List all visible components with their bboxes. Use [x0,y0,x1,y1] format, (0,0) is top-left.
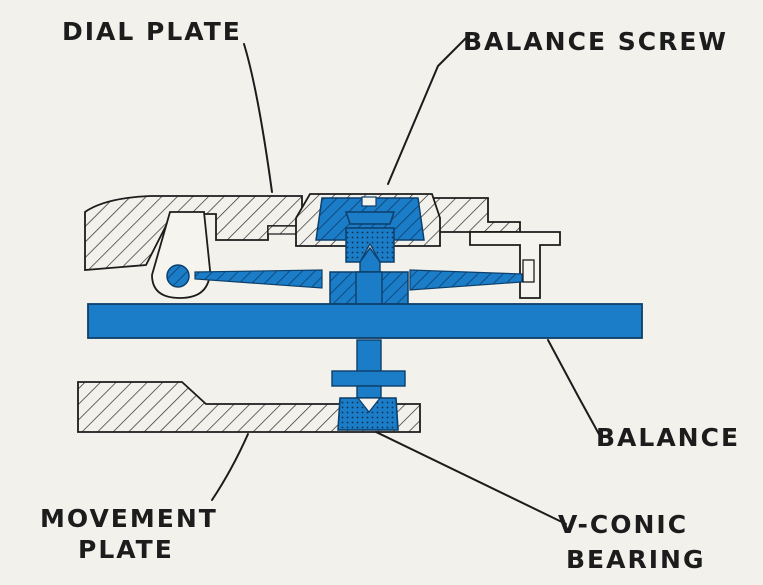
v-conic-bearing [337,397,399,431]
right-bracket [469,231,561,299]
label-movement-plate-line1: MOVEMENT [40,504,218,533]
leader-dial-plate [243,43,273,193]
balance-wheel [87,303,643,339]
leader-lines [211,35,601,525]
label-dial-plate: DIAL PLATE [62,17,242,46]
leader-movement-plate [211,433,249,501]
label-v-conic-line2: BEARING [566,545,706,574]
label-movement-plate-line2: PLATE [78,535,174,564]
leader-v-conic-bearing [375,431,567,525]
hairspring [194,269,523,291]
movement-plate [77,381,421,433]
label-v-conic-line1: V-CONIC [558,510,689,539]
dial-plate [84,195,521,271]
label-balance-screw: BALANCE SCREW [463,27,728,56]
leader-balance [547,339,601,437]
leader-balance-screw [387,35,469,185]
label-balance: BALANCE [596,423,741,452]
